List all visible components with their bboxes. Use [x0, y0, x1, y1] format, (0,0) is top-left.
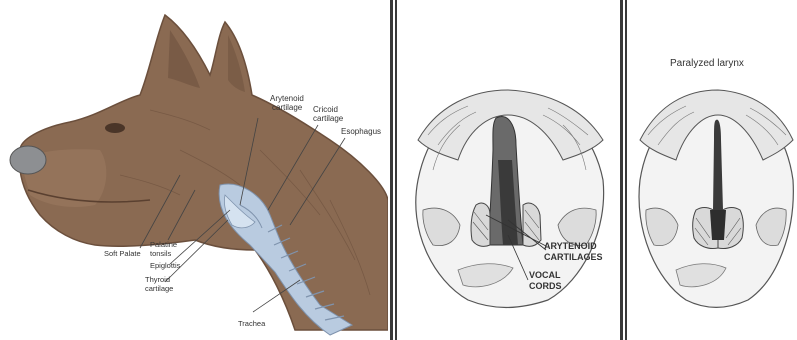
label-esophagus: Esophagus: [341, 127, 381, 136]
dog-nose: [10, 146, 46, 174]
arytenoid-right: [523, 203, 541, 246]
normal-larynx-panel: ARYTENOID CARTILAGES VOCAL CORDS: [398, 0, 620, 340]
label-thyroid-cartilage: Thyroid cartilage: [145, 275, 173, 293]
panel-divider-1: [390, 0, 393, 340]
larynx-paralyzed-illustration: Paralyzed larynx: [628, 0, 797, 340]
label-vocal-cords: VOCAL CORDS: [529, 270, 563, 291]
dog-eye: [105, 123, 125, 133]
panel-divider-2b: [625, 0, 627, 340]
label-epiglottis: Epiglottis: [150, 261, 181, 270]
label-arytenoid-cartilage: Arytenoid cartilage: [270, 94, 306, 112]
paralyzed-gap: [710, 210, 726, 240]
label-trachea: Trachea: [238, 319, 266, 328]
label-arytenoid-cartilages: ARYTENOID CARTILAGES: [544, 241, 603, 262]
label-paralyzed-larynx: Paralyzed larynx: [670, 58, 744, 69]
panel-divider-2: [620, 0, 623, 340]
label-soft-palate: Soft Palate: [104, 249, 141, 258]
arytenoid-left: [471, 203, 490, 246]
label-cricoid-cartilage: Cricoid cartilage: [313, 105, 344, 123]
larynx-normal-illustration: ARYTENOID CARTILAGES VOCAL CORDS: [398, 0, 620, 340]
label-palatine-tonsils: Palatine tonsils: [150, 240, 179, 258]
panel-divider-1b: [395, 0, 397, 340]
dog-head-illustration: Arytenoid cartilage Cricoid cartilage Es…: [0, 0, 388, 340]
dog-anatomy-panel: Arytenoid cartilage Cricoid cartilage Es…: [0, 0, 388, 340]
paralyzed-larynx-panel: Paralyzed larynx: [628, 0, 797, 340]
